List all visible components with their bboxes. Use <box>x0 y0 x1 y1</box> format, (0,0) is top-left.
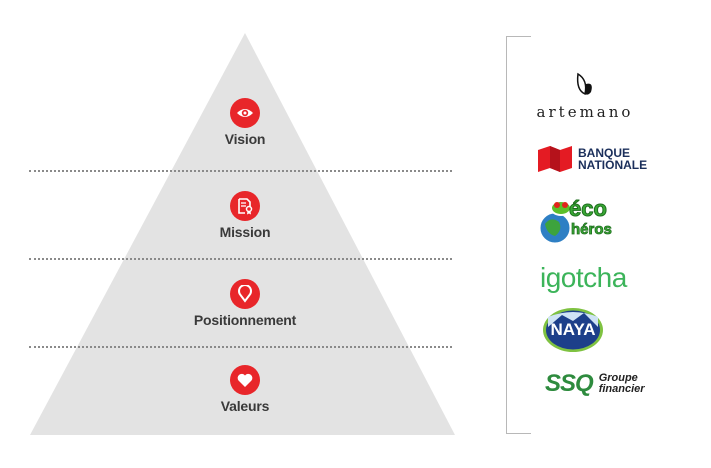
eye-icon <box>230 98 260 128</box>
clients-bracket <box>506 36 531 434</box>
logo-eco-heros: éco héros <box>535 196 619 248</box>
level-label: Positionnement <box>193 312 297 328</box>
level-positionnement: Positionnement <box>165 279 325 328</box>
level-mission: Mission <box>165 191 325 240</box>
level-valeurs: Valeurs <box>165 365 325 414</box>
level-divider <box>29 258 452 260</box>
level-label: Vision <box>224 131 266 147</box>
level-label: Mission <box>219 224 271 240</box>
heart-icon <box>230 365 260 395</box>
logo-igotcha: igotcha <box>540 262 627 293</box>
frog-icon <box>550 200 572 216</box>
level-divider <box>29 170 452 172</box>
level-label: Valeurs <box>220 398 270 414</box>
bn-flag-icon <box>538 146 572 172</box>
map-pin-icon <box>230 279 260 309</box>
leaf-icon <box>576 72 592 96</box>
logo-naya: NAYA <box>542 307 604 353</box>
level-vision: Vision <box>165 98 325 147</box>
certificate-document-icon <box>230 191 260 221</box>
logo-artemano: artemano <box>535 72 635 121</box>
logo-ssq: SSQ Groupe financier <box>545 370 645 397</box>
level-divider <box>29 346 452 348</box>
pyramid-body <box>30 33 455 435</box>
logo-banque-nationale: BANQUE NATIONALE <box>538 146 647 172</box>
